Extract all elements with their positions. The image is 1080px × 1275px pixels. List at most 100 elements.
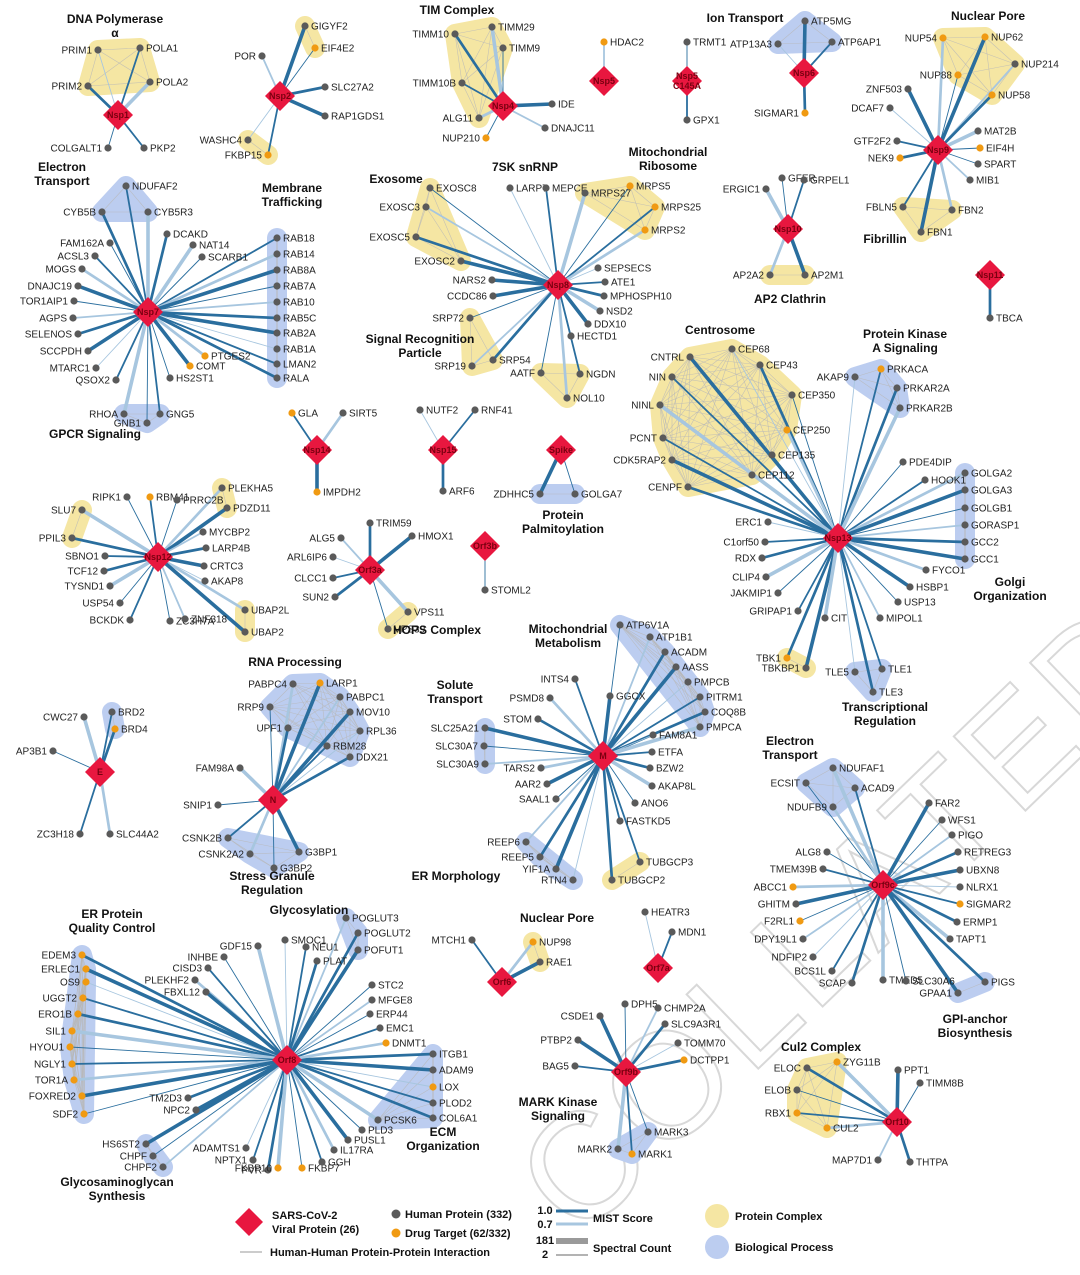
ppi-edge (287, 711, 351, 729)
ppi-edge (662, 429, 788, 439)
ppi-edge (796, 1112, 828, 1129)
edge-nsp8-larp7 (509, 187, 559, 286)
ppi-edge (942, 37, 959, 76)
ppi-edge (97, 47, 141, 51)
label-tor1aip1: TOR1AIP1 (20, 297, 69, 308)
node-larp7 (506, 184, 514, 192)
node-sepsecs (594, 264, 602, 272)
edge-nsp13-gcc2 (836, 536, 967, 544)
node-gcc1 (961, 555, 969, 563)
viral-label-orf6: Orf6 (493, 977, 512, 987)
label-ndfip2: NDFIP2 (771, 953, 807, 964)
label-mtarc1: MTARC1 (50, 364, 91, 375)
node-ints4 (571, 675, 579, 683)
edge-nsp12-ripk1 (126, 496, 159, 558)
node-scap (848, 979, 856, 987)
label-rab7a: RAB7A (283, 282, 316, 293)
node-sun2 (331, 593, 339, 601)
label-yif1a: YIF1A (522, 865, 550, 876)
label-snip1: SNIP1 (183, 801, 212, 812)
node-nup214 (1011, 60, 1019, 68)
label-ggcx: GGCX (616, 692, 646, 703)
ppi-edge (796, 1061, 838, 1091)
edge-orf8-col6a1 (285, 1058, 435, 1120)
edge-nsp7-rab14 (146, 252, 279, 314)
ppi-edge (687, 681, 701, 728)
label-scap: SCAP (819, 979, 847, 990)
viral-nsp7 (133, 297, 163, 327)
label-gpaa1: GPAA1 (919, 989, 952, 1000)
node-pmpcb (684, 678, 692, 686)
label-nsd2: NSD2 (606, 307, 633, 318)
label-g3bp2: G3BP2 (280, 864, 313, 875)
group-title-nuclear-pore: Nuclear Pore (951, 9, 1025, 23)
label-bzw2: BZW2 (656, 764, 684, 775)
edge-orf8-os9 (85, 981, 288, 1061)
label-tbkbp1: TBKBP1 (762, 664, 801, 675)
label-tubgcp3: TUBGCP3 (646, 858, 694, 869)
node-brd2 (108, 708, 116, 716)
label-adamts1: ADAMTS1 (193, 1144, 241, 1155)
edge-nsp13-pde4dip (837, 461, 904, 539)
edge-orf10-zyg11b (835, 1060, 899, 1124)
node-mipol1 (876, 614, 884, 622)
ppi-edge (671, 459, 753, 476)
edge-nsp13-prkar2a (836, 386, 899, 540)
label-f2rl1: F2RL1 (764, 917, 794, 928)
edge-orf8-edem3 (80, 953, 289, 1062)
node-bzw2 (646, 764, 654, 772)
edge-orf8-sil1 (70, 1029, 289, 1062)
label-sirt5: SIRT5 (349, 409, 378, 420)
node-zc3h18 (76, 830, 84, 838)
node-prkaca (877, 365, 885, 373)
label-rnf41: RNF41 (481, 406, 513, 417)
label-il17ra: IL17RA (340, 1146, 374, 1157)
node-dnmt1 (382, 1039, 390, 1047)
node-tle3 (869, 688, 877, 696)
viral-label-nsp12: Nsp12 (144, 552, 171, 562)
edge-m-ints4 (574, 678, 604, 757)
label-pld3: PLD3 (368, 1126, 393, 1137)
ppi-edge (425, 206, 462, 262)
viral-nsp4 (488, 91, 518, 121)
node-ptbp2 (574, 1036, 582, 1044)
node-cit (821, 614, 829, 622)
node-mat2b (974, 127, 982, 135)
label-ero1b: ERO1B (38, 1010, 72, 1021)
label-clcc1: CLCC1 (294, 574, 327, 585)
edge-orf8-hyou1 (69, 1046, 288, 1061)
label-abcc1: ABCC1 (754, 883, 788, 894)
viral-label-nsp6: Nsp6 (793, 68, 815, 78)
label-rab18: RAB18 (283, 234, 315, 245)
label-nin: NIN (649, 373, 666, 384)
label-reep6: REEP6 (487, 838, 520, 849)
node-ggh (318, 1158, 326, 1166)
edge-nsp7-rhoa (122, 310, 150, 416)
edge-orf9b-chmp2a (625, 1007, 659, 1073)
label-tysnd1: TYSND1 (65, 582, 105, 593)
edge-orf8-chpf2 (162, 1059, 288, 1168)
node-golga7 (571, 490, 579, 498)
edge-orf9c-ubxn8 (881, 868, 962, 887)
ppi-edge (471, 359, 494, 367)
edge-nsp2-gigyf2 (278, 24, 307, 98)
node-timm29 (488, 23, 496, 31)
ppi-edge (671, 376, 753, 476)
label-col6a1: COL6A1 (439, 1114, 478, 1125)
viral-nsp9 (923, 135, 953, 165)
ppi-edge (415, 236, 462, 262)
label-gla: GLA (298, 409, 318, 420)
label-vps39: VPS39 (394, 625, 426, 636)
group-title-cul2-complex: Cul2 Complex (781, 1040, 861, 1054)
node-usp54 (116, 599, 124, 607)
node-neu1 (302, 943, 310, 951)
label-fam162a: FAM162A (60, 239, 104, 250)
label-por: POR (234, 52, 256, 63)
label-cep112: CEP112 (758, 471, 795, 482)
label-mipol1: MIPOL1 (886, 614, 923, 625)
node-gpx1 (683, 116, 691, 124)
ppi-edge (415, 206, 427, 238)
